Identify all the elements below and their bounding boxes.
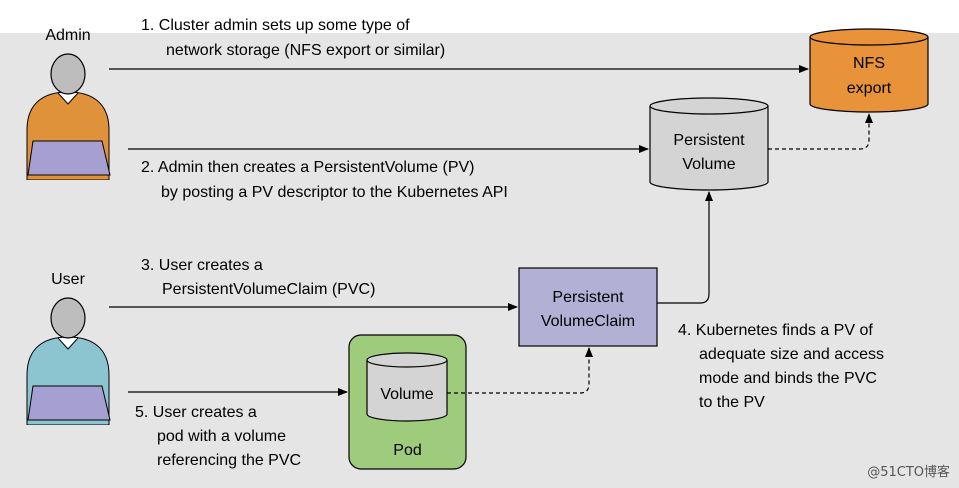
step1-annotation: 1. Cluster admin sets up some type of ne… — [141, 17, 445, 59]
step5-annotation: 5. User creates a pod with a volume refe… — [135, 404, 301, 469]
user-actor: User — [26, 271, 111, 425]
step2-annotation: 2. Admin then creates a PersistentVolume… — [141, 159, 508, 201]
pod-box: Pod Volume — [348, 334, 467, 470]
pvc-label-line2: VolumeClaim — [541, 313, 635, 330]
step3-annotation: 3. User creates a PersistentVolumeClaim … — [141, 257, 375, 298]
step1-line2: network storage (NFS export or similar) — [166, 42, 445, 59]
step3-line2: PersistentVolumeClaim (PVC) — [162, 281, 375, 298]
user-label: User — [51, 271, 85, 288]
step3-line1: 3. User creates a — [141, 257, 263, 274]
admin-actor: Admin — [26, 27, 111, 180]
dashed-arrow-volume-to-pvc — [447, 347, 593, 394]
pv-label-line2: Volume — [682, 156, 735, 173]
step1-line1: 1. Cluster admin sets up some type of — [141, 17, 410, 34]
nfs-export-cylinder: NFS export — [809, 28, 929, 113]
admin-laptop-icon — [27, 140, 111, 176]
admin-head — [50, 53, 86, 95]
nfs-label-line1: NFS — [853, 55, 885, 72]
volume-cylinder: Volume — [366, 352, 448, 422]
user-laptop-icon — [27, 385, 111, 421]
step5-line3: referencing the PVC — [157, 452, 301, 469]
pv-label-line1: Persistent — [673, 132, 745, 149]
step2-line1: 2. Admin then creates a PersistentVolume… — [141, 159, 475, 176]
step4-annotation: 4. Kubernetes finds a PV of adequate siz… — [678, 322, 884, 411]
step4-line3: mode and binds the PVC — [699, 370, 877, 387]
arrow-pvc-to-pv — [657, 191, 713, 304]
step4-line4: to the PV — [699, 394, 765, 411]
step4-line1: 4. Kubernetes finds a PV of — [678, 322, 873, 339]
nfs-label-line2: export — [847, 80, 892, 97]
step2-line2: by posting a PV descriptor to the Kubern… — [161, 184, 508, 201]
step5-line1: 5. User creates a — [135, 404, 257, 421]
user-head — [50, 297, 86, 339]
persistent-volume-claim-box: Persistent VolumeClaim — [518, 267, 658, 347]
volume-label: Volume — [380, 386, 433, 403]
dashed-arrow-pv-to-nfs — [768, 113, 873, 150]
step4-line2: adequate size and access — [699, 346, 884, 363]
step5-line2: pod with a volume — [157, 428, 286, 445]
admin-label: Admin — [45, 27, 90, 44]
pod-label: Pod — [393, 442, 421, 459]
persistent-volume-cylinder: Persistent Volume — [649, 97, 769, 191]
background-panel — [0, 33, 959, 488]
watermark: @51CTO博客 — [867, 464, 950, 480]
pvc-label-line1: Persistent — [552, 289, 624, 306]
